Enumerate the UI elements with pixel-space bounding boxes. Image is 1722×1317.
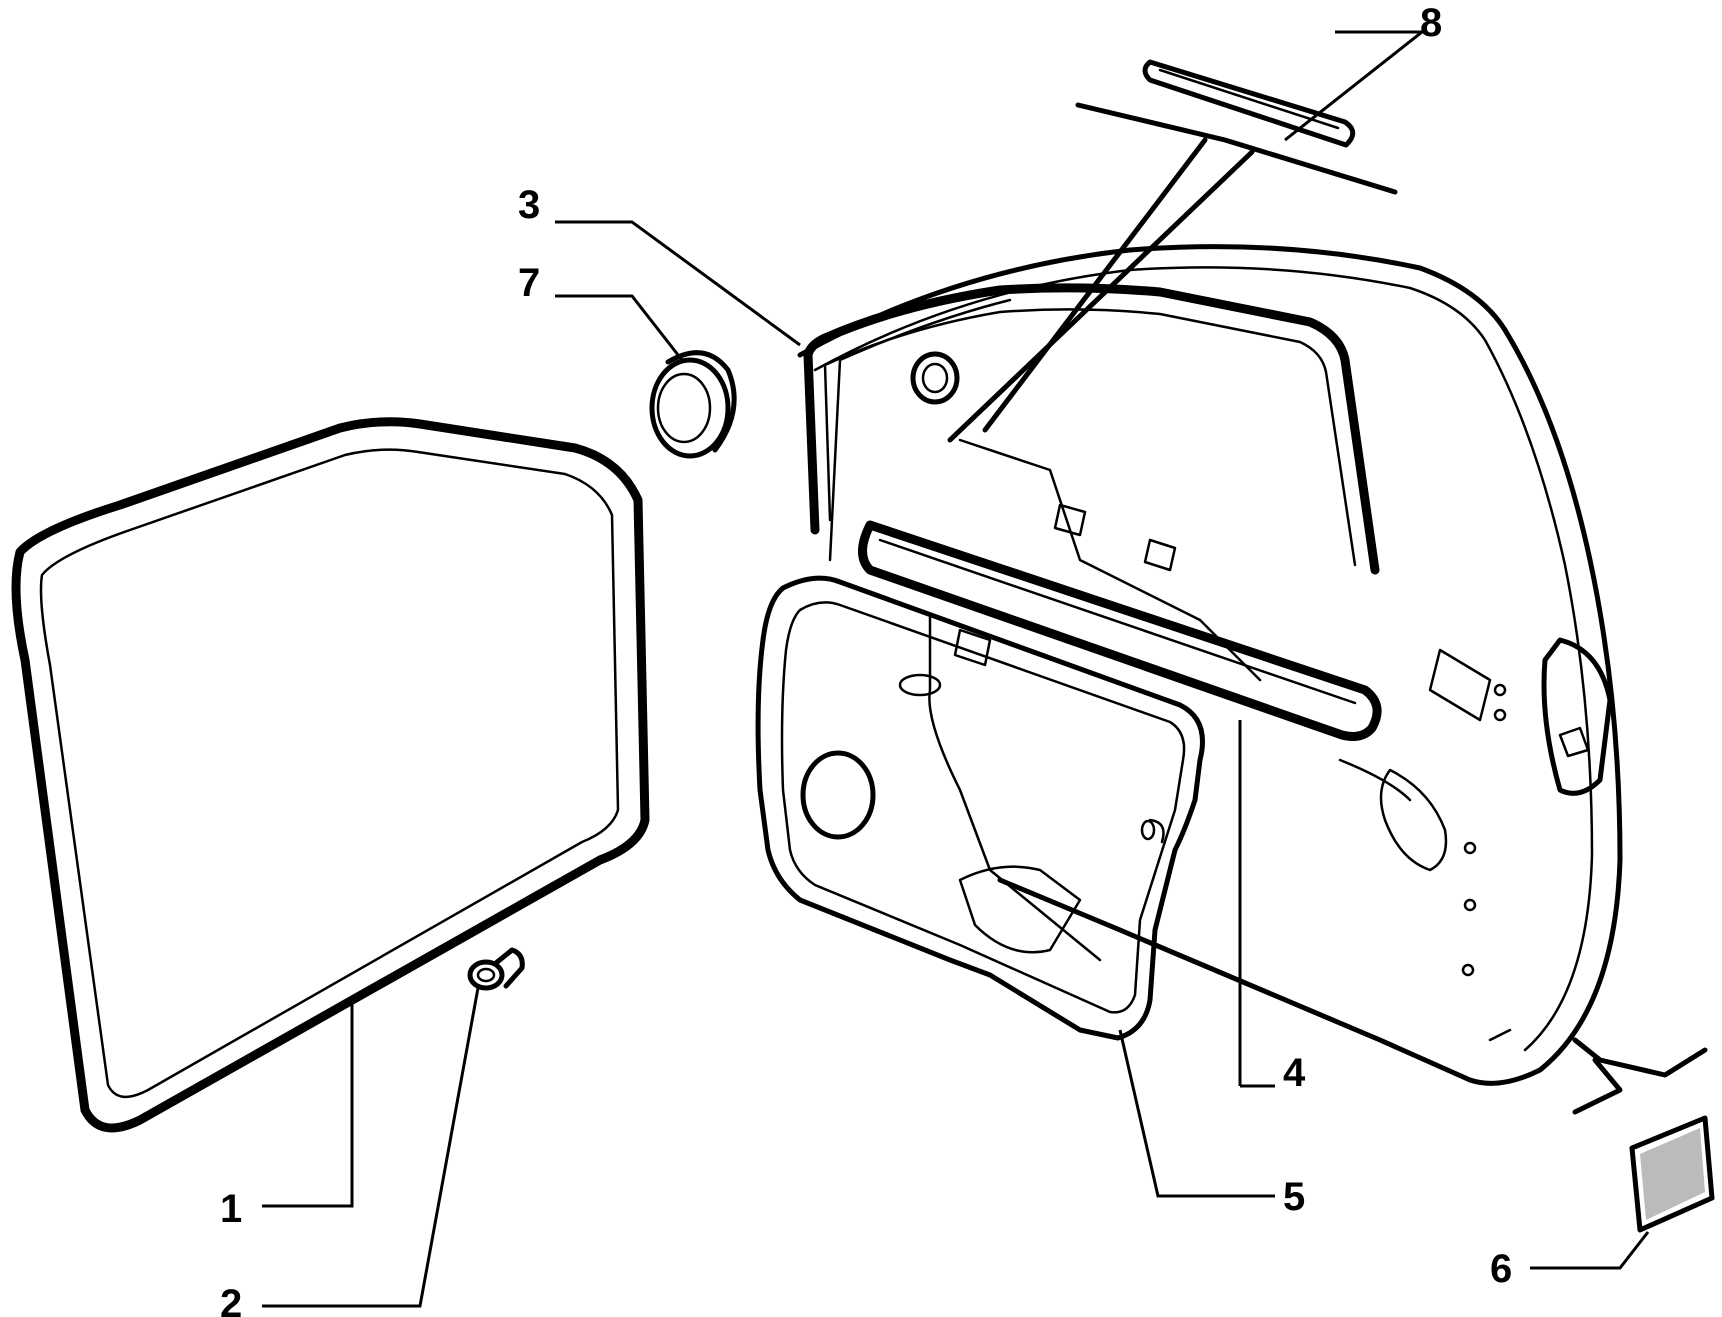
break-lines bbox=[1572, 1037, 1708, 1115]
callout-4: 4 bbox=[1283, 1051, 1306, 1095]
part-2-clip-fastener bbox=[467, 947, 525, 991]
leader-lines bbox=[262, 30, 1650, 1308]
part-7-grommet-plug bbox=[649, 350, 737, 459]
callout-7: 7 bbox=[518, 261, 540, 305]
part-8-top-seal-strip bbox=[1142, 59, 1356, 148]
part-6-reflector-pad bbox=[1629, 1115, 1715, 1233]
callout-3: 3 bbox=[518, 183, 540, 227]
part-1-door-frame-seal bbox=[11, 417, 650, 1133]
callout-5: 5 bbox=[1283, 1175, 1305, 1219]
callout-8: 8 bbox=[1420, 1, 1442, 45]
part-5-door-panel-membrane bbox=[755, 575, 1205, 1041]
callout-6: 6 bbox=[1490, 1247, 1512, 1291]
callout-2: 2 bbox=[220, 1282, 242, 1317]
door-shell bbox=[797, 244, 1623, 1086]
callout-1: 1 bbox=[220, 1187, 242, 1231]
